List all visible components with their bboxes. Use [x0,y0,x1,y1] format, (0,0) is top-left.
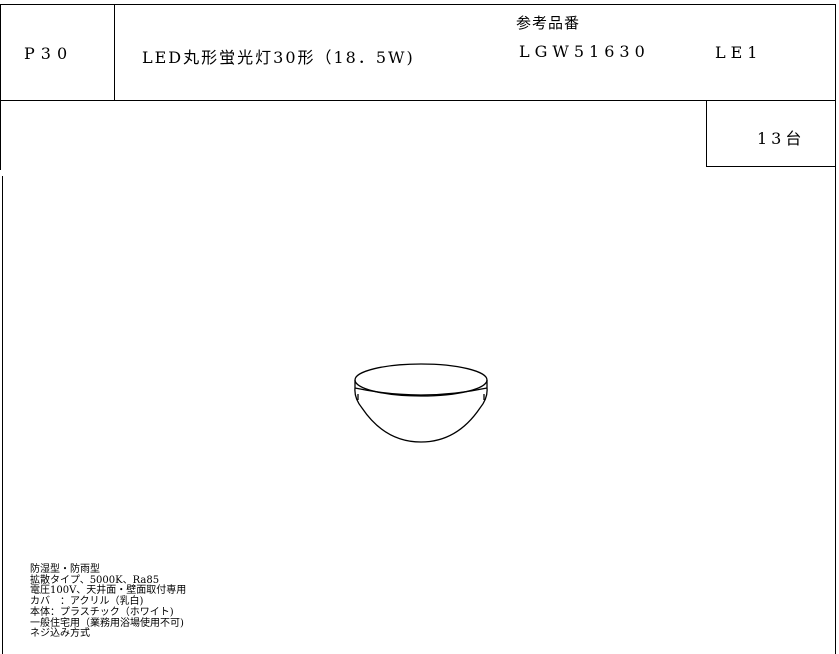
spec-line: 防湿型・防雨型 [30,564,100,575]
product-name: LED丸形蛍光灯30形（18．5W) [142,48,415,67]
code-column-divider [114,4,115,101]
header-divider [0,100,836,101]
quantity-box-left [706,100,707,167]
spec-line: ネジ込み方式 [30,628,90,640]
frame-left-border-upper [0,4,1,170]
model-number: LGW51630 [519,42,650,61]
spec-line: 拡散タイプ、5000K、Ra85 [30,574,160,586]
spec-notes: 防湿型・防雨型 拡散タイプ、5000K、Ra85 電圧100V、天井面・壁面取付… [30,564,187,640]
frame-right-border [835,4,836,654]
ceiling-light-drawing-icon [354,363,488,443]
lamp-cover-outline [354,380,488,443]
lamp-base-line [354,387,488,396]
frame-top-border [0,4,836,5]
frame-left-border-lower [2,176,3,654]
fixture-code: P30 [24,44,74,63]
spec-line: カバ ：アクリル（乳白) [30,596,144,608]
spec-line: 一般住宅用（業務用浴場使用不可) [30,617,184,629]
quantity: 13台 [757,129,806,148]
spec-line: 本体：プラスチック（ホワイト) [30,606,174,618]
quantity-box-bottom [706,166,836,167]
model-suffix: LE1 [715,43,763,62]
reference-label: 参考品番 [516,14,581,32]
spec-line: 電圧100V、天井面・壁面取付専用 [30,585,187,597]
